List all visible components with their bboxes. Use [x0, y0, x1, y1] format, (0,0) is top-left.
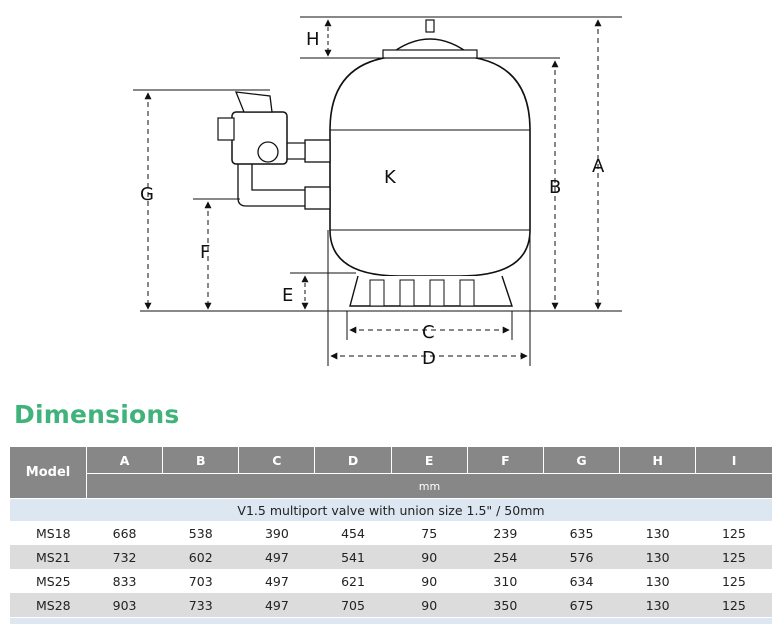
cell-c: 497 [238, 545, 315, 569]
cell-g: 634 [569, 573, 594, 589]
col-header-g: G [542, 447, 620, 474]
cell-d: 705 [314, 593, 392, 617]
label-k: K [384, 167, 397, 188]
label-c: C [422, 322, 435, 343]
cell-i: 125 [695, 593, 772, 617]
label-d: D [422, 348, 436, 369]
cell-c: 497 [264, 573, 289, 589]
cell-g: 576 [543, 545, 620, 569]
model-header: Model [10, 447, 87, 499]
cell-e: 90 [391, 545, 468, 569]
cell-c: 390 [264, 525, 289, 541]
label-h: H [306, 29, 320, 50]
cell-f: 310 [493, 573, 518, 589]
cell-g: 635 [569, 525, 594, 541]
cell-a: 668 [112, 525, 137, 541]
table-row: MS18 668 538 390 454 75 239 635 130 125 [10, 521, 772, 545]
cell-h: 130 [645, 573, 670, 589]
unit-row: mm [10, 473, 772, 499]
col-header-i: I [695, 447, 772, 474]
cell-g: 675 [543, 593, 620, 617]
cell-e: 75 [421, 525, 438, 541]
cell-i: 125 [721, 525, 746, 541]
cell-b: 703 [188, 573, 213, 589]
cell-d: 454 [341, 525, 365, 541]
cell-e: 90 [421, 573, 438, 589]
label-a: A [592, 156, 605, 177]
table-header-row: Model A B C D E F G H I [10, 447, 772, 499]
col-header-e: E [390, 447, 468, 474]
cell-e: 90 [391, 593, 468, 617]
col-header-b: B [162, 447, 239, 474]
col-header-d: D [314, 447, 392, 474]
label-b: B [549, 177, 561, 198]
cell-a: 833 [112, 573, 137, 589]
model-cell: MS25 [36, 573, 71, 589]
col-header-c: C [238, 447, 315, 474]
cell-f: 350 [467, 593, 544, 617]
cell-a: 732 [86, 545, 163, 569]
col-header-a: A [85, 447, 163, 474]
cell-b: 602 [162, 545, 239, 569]
cell-f: 254 [467, 545, 544, 569]
label-f: F [200, 242, 210, 263]
label-g: G [140, 184, 154, 205]
table-row: MS28 903 733 497 705 90 350 675 130 125 [10, 593, 772, 617]
filter-dimension-diagram: H A B K G F E C D [133, 16, 622, 369]
cell-a: 903 [86, 593, 163, 617]
cell-h: 130 [619, 545, 696, 569]
table-bottom-band [10, 618, 772, 624]
valve-note: V1.5 multiport valve with union size 1.5… [10, 498, 772, 521]
model-cell: MS28 [10, 593, 87, 617]
unit-label: mm [86, 473, 772, 499]
cell-b: 733 [162, 593, 239, 617]
dimensions-heading: Dimensions [14, 400, 180, 429]
model-cell: MS21 [10, 545, 87, 569]
cell-c: 497 [238, 593, 315, 617]
cell-f: 239 [493, 525, 518, 541]
cell-i: 125 [721, 573, 746, 589]
table-row: MS21 732 602 497 541 90 254 576 130 125 [10, 545, 772, 569]
cell-d: 541 [314, 545, 392, 569]
dimensions-table: Model A B C D E F G H I mm V1.5 multipor… [10, 447, 772, 617]
cell-i: 125 [695, 545, 772, 569]
cell-b: 538 [188, 525, 213, 541]
col-header-f: F [466, 447, 544, 474]
cell-h: 130 [645, 525, 670, 541]
cell-d: 621 [341, 573, 365, 589]
col-header-h: H [619, 447, 696, 474]
note-row: V1.5 multiport valve with union size 1.5… [10, 498, 772, 521]
cell-h: 130 [619, 593, 696, 617]
table-row: MS25 833 703 497 621 90 310 634 130 125 [10, 569, 772, 593]
label-e: E [282, 285, 293, 306]
model-cell: MS18 [36, 525, 71, 541]
